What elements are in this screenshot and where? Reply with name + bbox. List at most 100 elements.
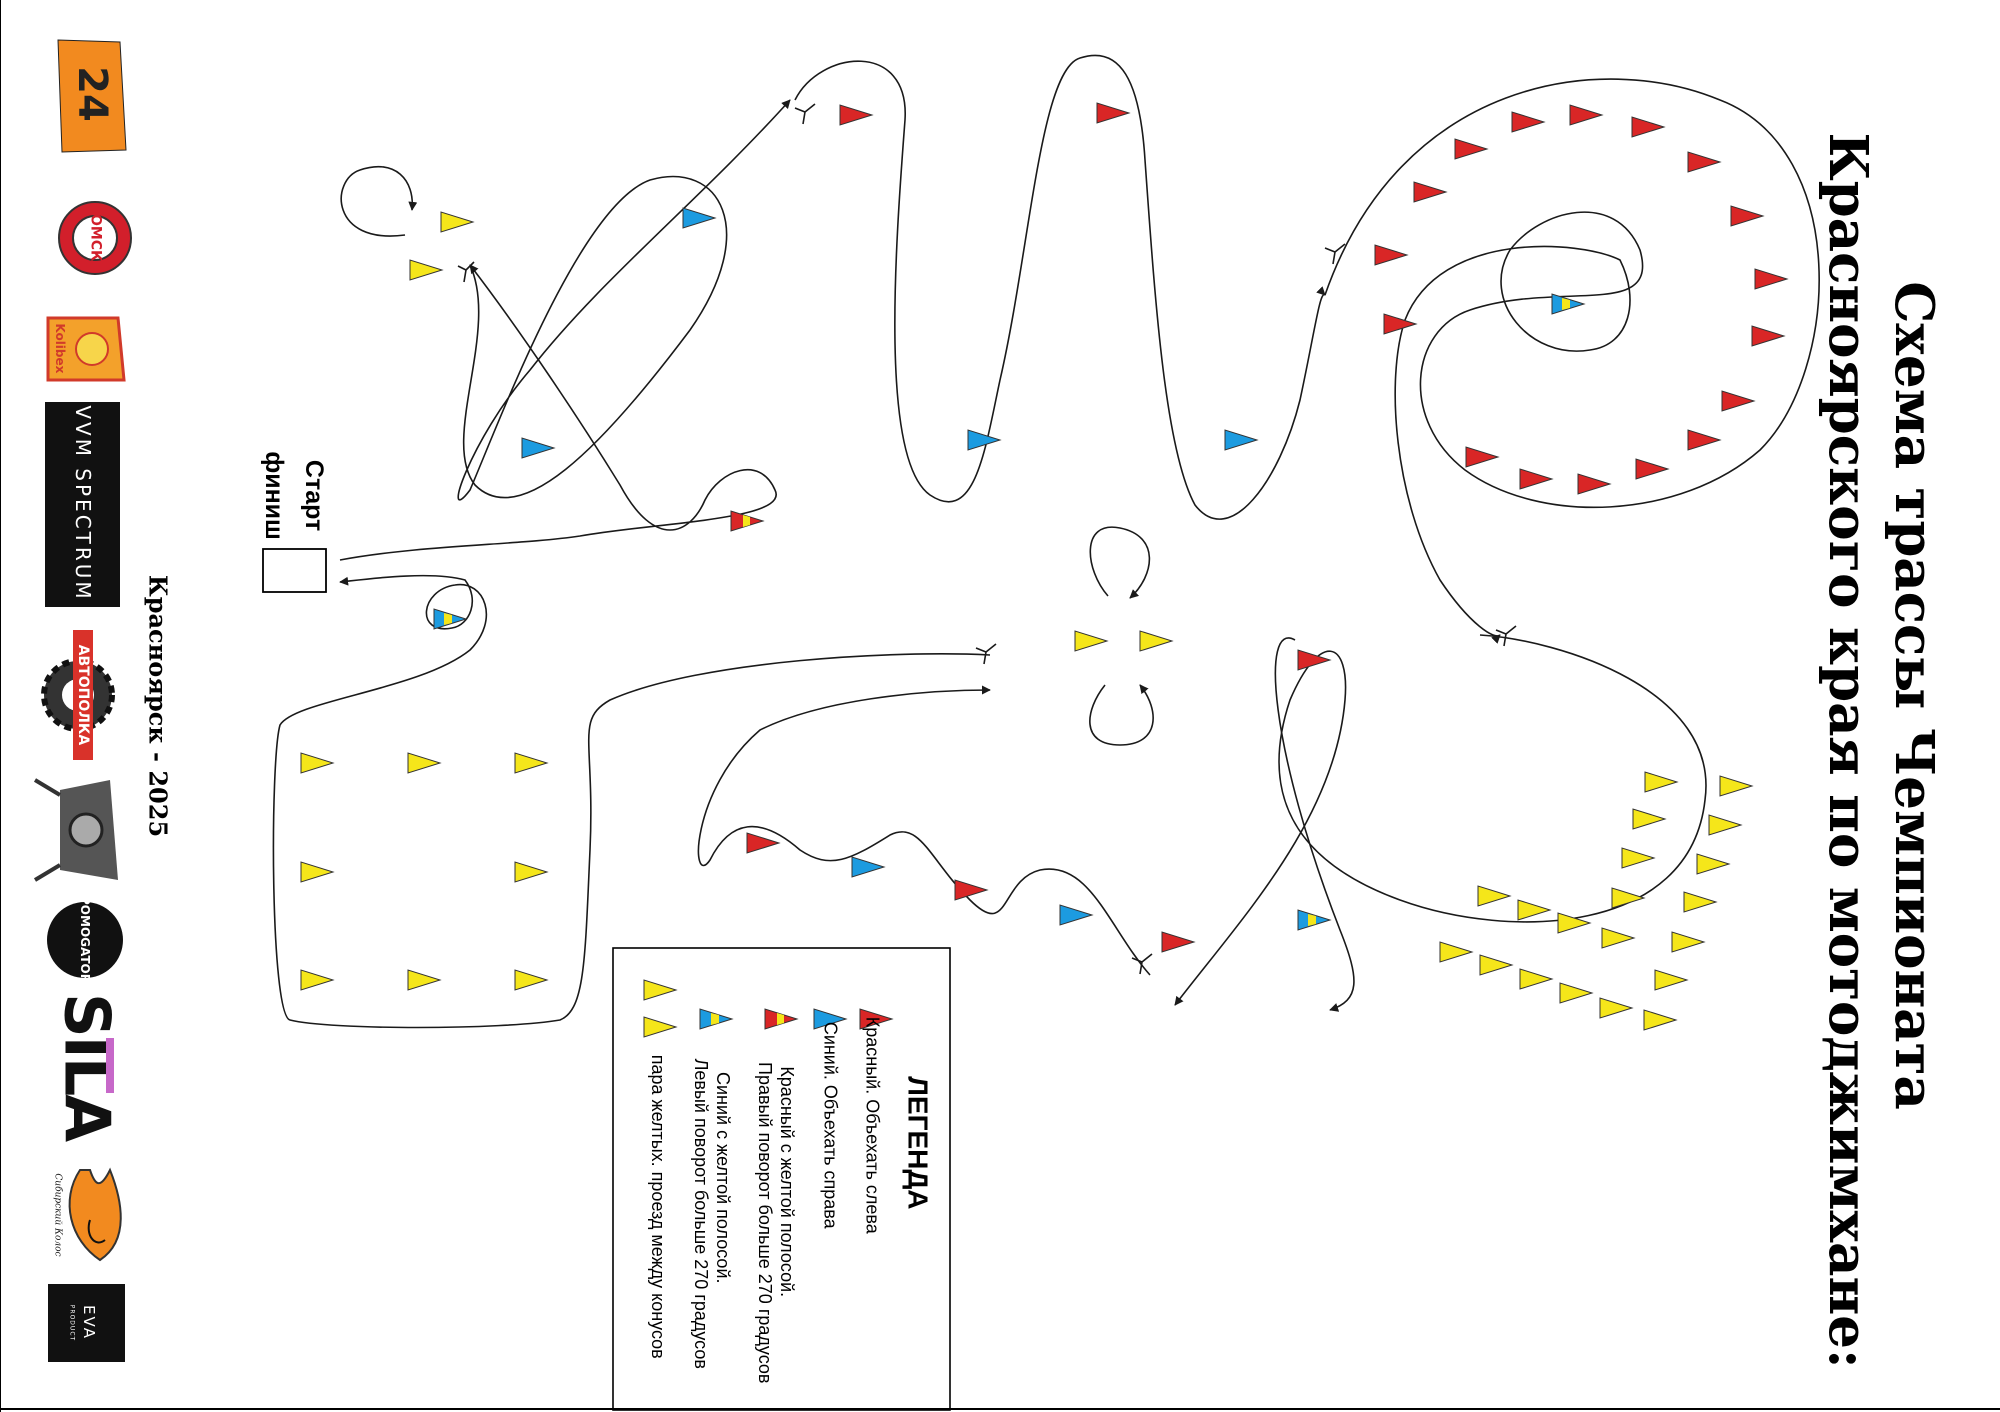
route-loop-center-upper [1089,526,1151,599]
yellow-cone [1517,899,1552,921]
blue-cone [1224,429,1259,451]
kolibex-logo: Kolibex [46,316,126,382]
moto-gymkhana-24-logo: 24 [57,39,127,153]
yellow-cone [1621,847,1656,869]
yellow-cone [1611,887,1646,909]
legend-text-blue-yellow-1: Синий с желтой полосой. [713,1072,733,1284]
yellow-cone [300,861,335,883]
red-cone [1161,931,1196,953]
red-cone [954,879,989,901]
red-cone [1721,390,1756,412]
blue-cone [851,856,886,878]
blue-cone [682,207,717,229]
blue-cone [1059,904,1094,926]
red-cone [1577,473,1612,495]
route-loop-upper-left [340,165,418,237]
city-year: Красноярск - 2025 [144,575,173,837]
red-cone [839,104,874,126]
route-segment-start-to-upper-left [339,264,777,561]
yellow-cone [1708,814,1743,836]
yellow-cone [1601,927,1636,949]
yellow-cone [1644,771,1679,793]
yellow-cone [1683,891,1718,913]
gate-marker [975,643,997,665]
legend: ЛЕГЕНДА Красный. Объехать слева Синий. О… [612,947,951,1411]
route-segment-cone-arrays [1174,634,1707,1006]
blue-cone [521,437,556,459]
eva-product-logo: EVA PRODUCT [48,1284,125,1362]
yellow-cone [1139,630,1174,652]
yellow-cone [1654,969,1689,991]
yellow-cone [1719,775,1754,797]
avtopolka-logo: АВТОПОЛКА [41,630,115,760]
svg-text:24: 24 [69,66,115,122]
legend-text-red-yellow-1: Красный с желтой полосой. [777,1066,797,1297]
route-segment-grid-to-finish [272,574,991,1029]
route-segment-right-spiral [1324,78,1820,644]
yellow-cone [1519,968,1554,990]
red-cone [1511,111,1546,133]
legend-text-red: Красный. Объехать слева [862,1017,882,1235]
blue-cones [521,207,1259,926]
legend-text-yellow-pair: пара желтых. проезд между конусов [648,1055,668,1359]
legend-item-red-yellow: Красный с желтой полосой. Правый поворот… [755,1008,799,1383]
svg-text:Сибирский Колос: Сибирский Колос [53,1173,64,1256]
red-cone [1297,649,1332,671]
yellow-cone-icon [643,979,678,1001]
yellow-cone [407,752,442,774]
sila-karting-logo: SILA [51,993,124,1142]
yellow-cone [1671,931,1706,953]
red-cone [746,832,781,854]
sibirsky-kolos-logo: Сибирский Колос [53,1167,122,1262]
yellow-cones [300,211,1754,1031]
red-cone [1096,102,1131,124]
yellow-cone [514,969,549,991]
svg-text:АВТОПОЛКА: АВТОПОЛКА [75,645,91,746]
route-segment-right-loop [1274,637,1355,1012]
yellow-cone [1477,885,1512,907]
red-cone [1635,458,1670,480]
gate-marker [1324,243,1346,265]
red-cone [1374,244,1409,266]
route-segment-left-loop-to-top [457,99,791,501]
blue-cone-icon [813,1008,848,1030]
blue-yellow-cone [1551,293,1586,315]
gate-marker [1131,953,1153,975]
vvm-spectrum-logo: VVM SPECTRUM [45,402,120,607]
red-cone [1569,104,1604,126]
red-cone [1454,138,1489,160]
svg-text:VVM SPECTRUM: VVM SPECTRUM [71,405,95,601]
legend-item-blue-yellow: Синий с желтой полосой. Левый поворот бо… [691,1008,734,1369]
legend-box [612,947,951,1411]
blue-yellow-cone [1297,909,1332,931]
red-cone [1730,205,1765,227]
yellow-cone [407,969,442,991]
pomogator-logo: POMOGATOR [47,896,123,983]
red-cone [1687,429,1722,451]
red-cones [746,102,1789,953]
blue-cone [967,429,1002,451]
blue-yellow-cone [433,608,468,630]
start-label: Старт [300,460,328,531]
route-segment-top-waves [794,54,1326,520]
legend-text-red-yellow-2: Правый поворот больше 270 градусов [755,1062,775,1383]
gate-marker [457,261,475,283]
yellow-cone [1074,630,1109,652]
legend-item-blue: Синий. Объехать справа [813,1008,848,1230]
svg-text:ОМСК: ОМСК [87,214,103,262]
motoweb-logo [33,778,118,882]
yellow-cone [1557,912,1592,934]
finish-label: финиш [260,451,288,540]
start-finish-box [262,548,327,593]
red-cone [1751,325,1786,347]
red-cone [1465,446,1500,468]
yellow-cone [1696,853,1731,875]
title-line-1: Схема трассы Чемпионата [1883,281,1945,1110]
red-cone [1413,181,1448,203]
yellow-cone [409,259,444,281]
red-cone [1631,116,1666,138]
svg-text:PRODUCT: PRODUCT [69,1305,76,1341]
yellow-cone [514,752,549,774]
gate-marker [1495,625,1517,647]
yellow-cone [1559,982,1594,1004]
